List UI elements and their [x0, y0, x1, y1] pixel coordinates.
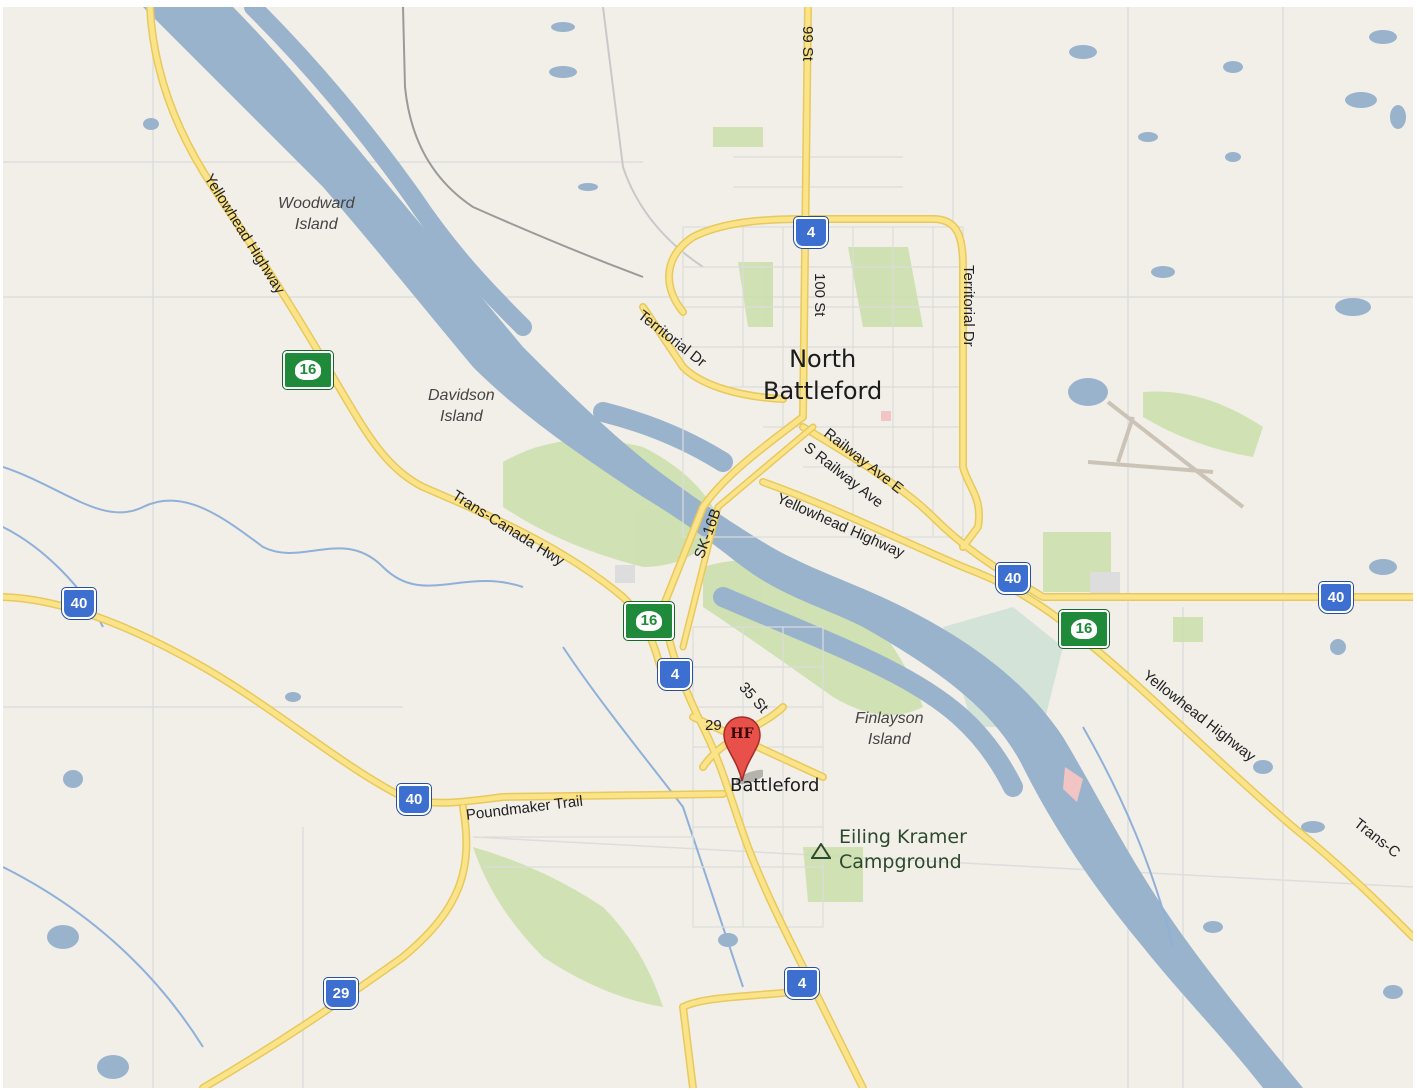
highway-40-shield-east[interactable]: 40 [1319, 582, 1353, 613]
99-st-label: 99 St [799, 26, 816, 62]
finlayson-island-label: Finlayson Island [855, 708, 923, 750]
finlayson-line1: Finlayson [855, 710, 924, 727]
finlayson-line2: Island [867, 731, 911, 748]
tc16-east-number: 16 [1070, 619, 1098, 639]
woodward-line1: Woodward [278, 195, 355, 212]
trans-canada-16-shield-central[interactable]: 16 [624, 602, 674, 640]
highway-4-shield-mid[interactable]: 4 [658, 659, 692, 690]
backwater [593, 402, 733, 472]
highway-29-shield[interactable]: 29 [324, 978, 358, 1009]
airport-runways [1087, 400, 1245, 509]
north-saskatchewan-river [143, 7, 1303, 1088]
downtown-block [881, 411, 891, 421]
100-st-label: 100 St [811, 273, 828, 317]
highway-4-shield-south[interactable]: 4 [785, 968, 819, 999]
marker-label: HF [730, 726, 754, 742]
woodward-island-label: Woodward Island [278, 193, 354, 235]
north-battleford-line1: North [789, 345, 857, 373]
highway-40-shield-central[interactable]: 40 [996, 563, 1030, 594]
river-channel-south [713, 587, 1023, 797]
north-battleford-line2: Battleford [763, 377, 883, 405]
trans-canada-16-shield-west[interactable]: 16 [283, 351, 333, 389]
north-battleford-label[interactable]: North Battleford [763, 343, 882, 407]
park-areas [473, 127, 1263, 1007]
battleford-label[interactable]: Battleford [730, 775, 820, 796]
highway-4-shield-north[interactable]: 4 [794, 217, 828, 248]
north-battleford-street-grid [682, 156, 964, 538]
territorial-dr-east-label: Territorial Dr [960, 265, 977, 347]
map-pin-icon[interactable]: HF [721, 715, 767, 785]
davidson-line1: Davidson [428, 387, 495, 404]
davidson-line2: Island [440, 408, 483, 425]
campground-line1: Eiling Kramer [839, 826, 967, 848]
building-block [615, 565, 635, 583]
campground-line2: Campground [839, 851, 962, 873]
campground-label[interactable]: Eiling Kramer Campground [839, 825, 967, 875]
creeks [3, 466, 1174, 1048]
woodward-line2: Island [294, 216, 338, 233]
river-channel-north [244, 7, 532, 336]
rail-line-2 [602, 7, 704, 268]
davidson-island-label: Davidson Island [428, 385, 495, 427]
hospital-area [1063, 767, 1083, 802]
map-viewport[interactable]: Woodward Island Davidson Island Finlayso… [3, 7, 1413, 1088]
highway-40-shield-west[interactable]: 40 [62, 588, 96, 619]
tc16-central-number: 16 [635, 611, 663, 631]
rail-line [402, 7, 644, 278]
campground-triangle-icon[interactable] [811, 843, 831, 859]
highway-40-shield-southwest[interactable]: 40 [397, 784, 431, 815]
trans-canada-16-shield-east[interactable]: 16 [1059, 610, 1109, 648]
road-29-label: 29 [705, 717, 722, 734]
tc16-west-number: 16 [294, 360, 322, 380]
lakes [47, 22, 1406, 1079]
marker-shape [723, 716, 767, 785]
